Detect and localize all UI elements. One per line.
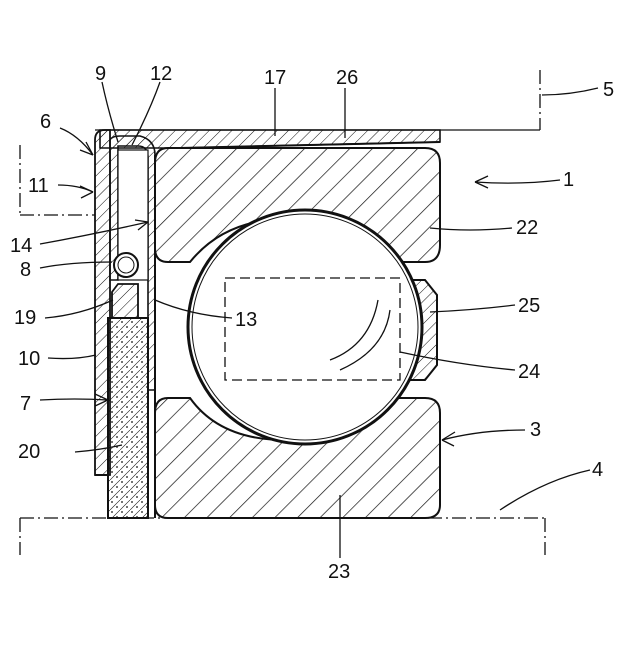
label-11: 11: [28, 175, 49, 197]
label-23: 23: [328, 561, 350, 583]
label-14: 14: [10, 235, 32, 257]
leader-22: [430, 228, 512, 230]
leader-3: [442, 430, 525, 440]
label-19: 19: [14, 307, 36, 329]
leader-25: [430, 305, 515, 312]
label-13: 13: [235, 309, 257, 331]
label-4: 4: [592, 459, 603, 481]
label-5: 5: [603, 79, 614, 101]
label-25: 25: [518, 295, 540, 317]
label-8: 8: [20, 259, 31, 281]
leader-1: [475, 180, 560, 183]
leader-4: [500, 470, 590, 510]
label-1: 1: [563, 169, 574, 191]
leader-10: [48, 355, 96, 359]
label-22: 22: [516, 217, 538, 239]
label-24: 24: [518, 361, 540, 383]
resin-mold-20: [108, 318, 148, 518]
label-10: 10: [18, 348, 40, 370]
leader-5: [542, 88, 598, 95]
leader-6: [60, 128, 93, 155]
ball-24: [188, 210, 422, 444]
label-20: 20: [18, 441, 40, 463]
leader-7: [40, 399, 108, 400]
label-26: 26: [336, 67, 358, 89]
sensor-element-19: [112, 284, 138, 318]
label-6: 6: [40, 111, 51, 133]
label-12: 12: [150, 63, 172, 85]
leader-11: [58, 185, 93, 192]
label-17: 17: [264, 67, 286, 89]
label-3: 3: [530, 419, 541, 441]
label-9: 9: [95, 63, 106, 85]
label-7: 7: [20, 393, 31, 415]
